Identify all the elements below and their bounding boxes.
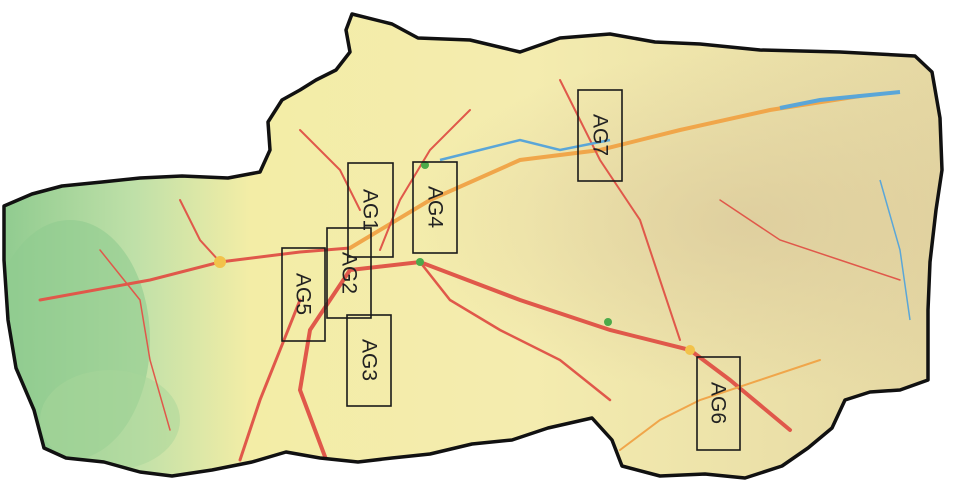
zone-box-ag3 <box>346 314 392 407</box>
zone-label-ag7: AG7 <box>589 114 612 156</box>
town-markers <box>214 161 695 355</box>
rivers-layer <box>439 90 911 321</box>
zone-label-ag5: AG5 <box>292 273 315 315</box>
zone-box-ag7 <box>577 89 623 182</box>
region-border <box>2 12 944 480</box>
zone-label-ag6: AG6 <box>707 382 730 424</box>
zone-label-ag4: AG4 <box>424 186 447 228</box>
zone-ag4[interactable]: AG4 <box>412 161 458 254</box>
zone-label-ag1: AG1 <box>359 189 382 231</box>
zone-ag6[interactable]: AG6 <box>696 356 741 451</box>
zone-box-ag6 <box>696 356 741 451</box>
zone-ag3[interactable]: AG3 <box>346 314 392 407</box>
zone-label-ag3: AG3 <box>358 339 381 381</box>
zone-label-ag2: AG2 <box>338 252 361 294</box>
zone-box-ag4 <box>412 161 458 254</box>
roads-layer <box>38 79 901 472</box>
zone-ag7[interactable]: AG7 <box>577 89 623 182</box>
zone-box-ag2 <box>326 227 372 319</box>
zone-box-ag5 <box>281 247 326 342</box>
zone-ag5[interactable]: AG5 <box>281 247 326 342</box>
zone-ag2[interactable]: AG2 <box>326 227 372 319</box>
